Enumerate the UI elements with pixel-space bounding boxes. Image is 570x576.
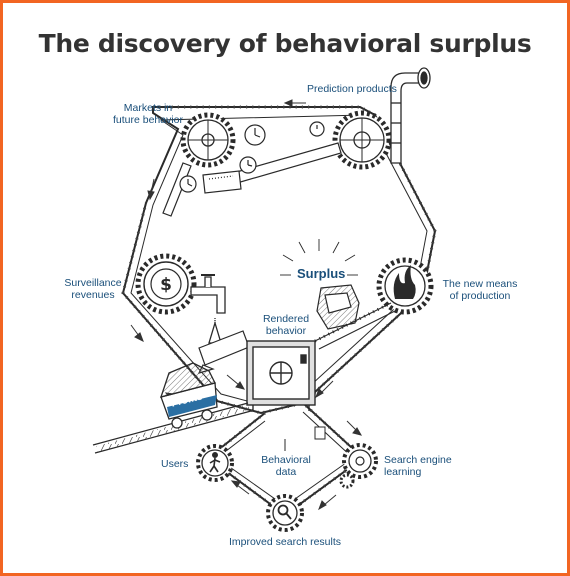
clock-icon [240, 157, 256, 173]
label-search-engine-learning: Search engine learning [384, 454, 452, 478]
chute-icon [199, 331, 249, 373]
label-rendered-line2: behavior [251, 325, 321, 337]
clock-icon [310, 122, 324, 136]
clock-icon [245, 125, 265, 145]
label-surveillance-revenues: Surveillance revenues [53, 277, 133, 301]
dollar-icon: $ [160, 275, 172, 295]
gear-icon [335, 113, 389, 167]
safe-icon [247, 341, 315, 411]
label-new-means-line2: of production [435, 290, 525, 302]
label-search-line2: learning [384, 466, 452, 478]
behavioral-data-pointer [285, 427, 325, 451]
label-improved-search-results: Improved search results [215, 536, 355, 548]
label-rendered-line1: Rendered [251, 313, 321, 325]
learning-gear-icon [344, 445, 376, 477]
label-rendered-behavior: Rendered behavior [251, 313, 321, 337]
label-markets-line2: future behavior [103, 114, 193, 126]
label-users: Users [161, 458, 188, 470]
label-surveillance-line1: Surveillance [53, 277, 133, 289]
label-behavioral-data: Behavioral data [251, 454, 321, 478]
label-markets-line1: Markets in [103, 102, 193, 114]
label-surplus: Surplus [297, 266, 345, 281]
label-behavioral-line2: data [251, 466, 321, 478]
label-prediction-products: Prediction products [307, 83, 397, 95]
label-new-means-line1: The new means [435, 278, 525, 290]
label-search-line1: Search engine [384, 454, 452, 466]
label-new-means: The new means of production [435, 278, 525, 302]
gear-icon [341, 475, 353, 487]
label-surveillance-line2: revenues [53, 289, 133, 301]
label-markets: Markets in future behavior [103, 102, 193, 126]
label-behavioral-line1: Behavioral [251, 454, 321, 466]
gauge-icon [203, 171, 241, 193]
clock-icon [180, 176, 196, 192]
